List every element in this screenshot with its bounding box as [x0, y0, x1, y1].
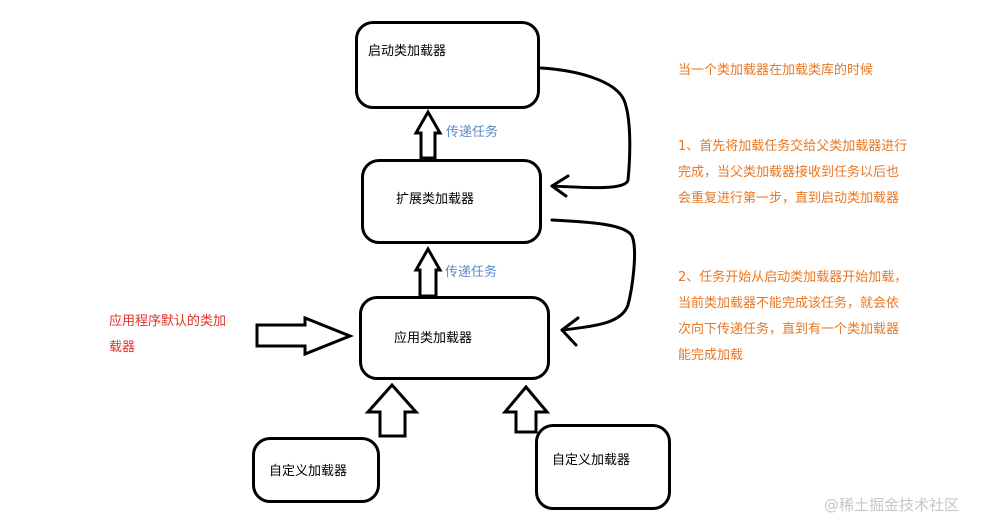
- custom-loader-right-label: 自定义加载器: [552, 453, 631, 468]
- step1-note: 1、首先将加载任务交给父类加载器进行 完成，当父类加载器接收到任务以后也 会重复…: [678, 134, 907, 212]
- default-loader-note: 应用程序默认的类加 载器: [109, 309, 259, 361]
- step2-note: 2、任务开始从启动类加载器开始加载， 当前类加载器不能完成该任务，就会依 次向下…: [678, 265, 907, 369]
- watermark: @稀土掘金技术社区: [824, 496, 960, 514]
- custom-loader-left-box: 自定义加载器: [252, 437, 380, 503]
- step1-line3: 会重复进行第一步，直到启动类加载器: [678, 191, 900, 206]
- intro-note: 当一个类加载器在加载类库的时候: [678, 63, 874, 78]
- default-loader-note-line1: 应用程序默认的类加: [109, 314, 227, 329]
- default-loader-note-line2: 载器: [109, 340, 136, 355]
- up-arrow-application-to-extension: [413, 245, 443, 298]
- extension-loader-box: 扩展类加载器: [361, 159, 542, 244]
- step2-line2: 当前类加载器不能完成该任务，就会依: [678, 296, 900, 311]
- custom-loader-left-label: 自定义加载器: [269, 464, 348, 479]
- step2-line4: 能完成加载: [678, 348, 744, 363]
- extension-loader-label: 扩展类加载器: [396, 192, 475, 207]
- pass-task-label-lower: 传递任务: [445, 265, 498, 280]
- curve-head-extension: [550, 174, 570, 198]
- bootstrap-loader-label: 启动类加载器: [368, 44, 447, 59]
- step2-line1: 2、任务开始从启动类加载器开始加载，: [678, 270, 908, 285]
- curve-head-application: [560, 316, 580, 347]
- up-arrow-custom-right-to-application: [501, 384, 551, 434]
- application-loader-box: 应用类加载器: [359, 296, 550, 380]
- pass-task-label-upper: 传递任务: [446, 125, 499, 140]
- step2-line3: 次向下传递任务，直到有一个类加载器: [678, 322, 900, 337]
- step1-line2: 完成，当父类加载器接收到任务以后也: [678, 165, 900, 180]
- up-arrow-extension-to-bootstrap: [413, 108, 443, 160]
- right-arrow-default-loader: [255, 315, 355, 357]
- custom-loader-right-box: 自定义加载器: [535, 424, 671, 510]
- application-loader-label: 应用类加载器: [394, 331, 473, 346]
- bootstrap-loader-box: 启动类加载器: [355, 21, 540, 109]
- step1-line1: 1、首先将加载任务交给父类加载器进行: [678, 139, 908, 154]
- up-arrow-custom-left-to-application: [364, 382, 420, 438]
- curve-extension-to-application: [550, 218, 637, 332]
- curve-bootstrap-to-extension: [539, 66, 632, 190]
